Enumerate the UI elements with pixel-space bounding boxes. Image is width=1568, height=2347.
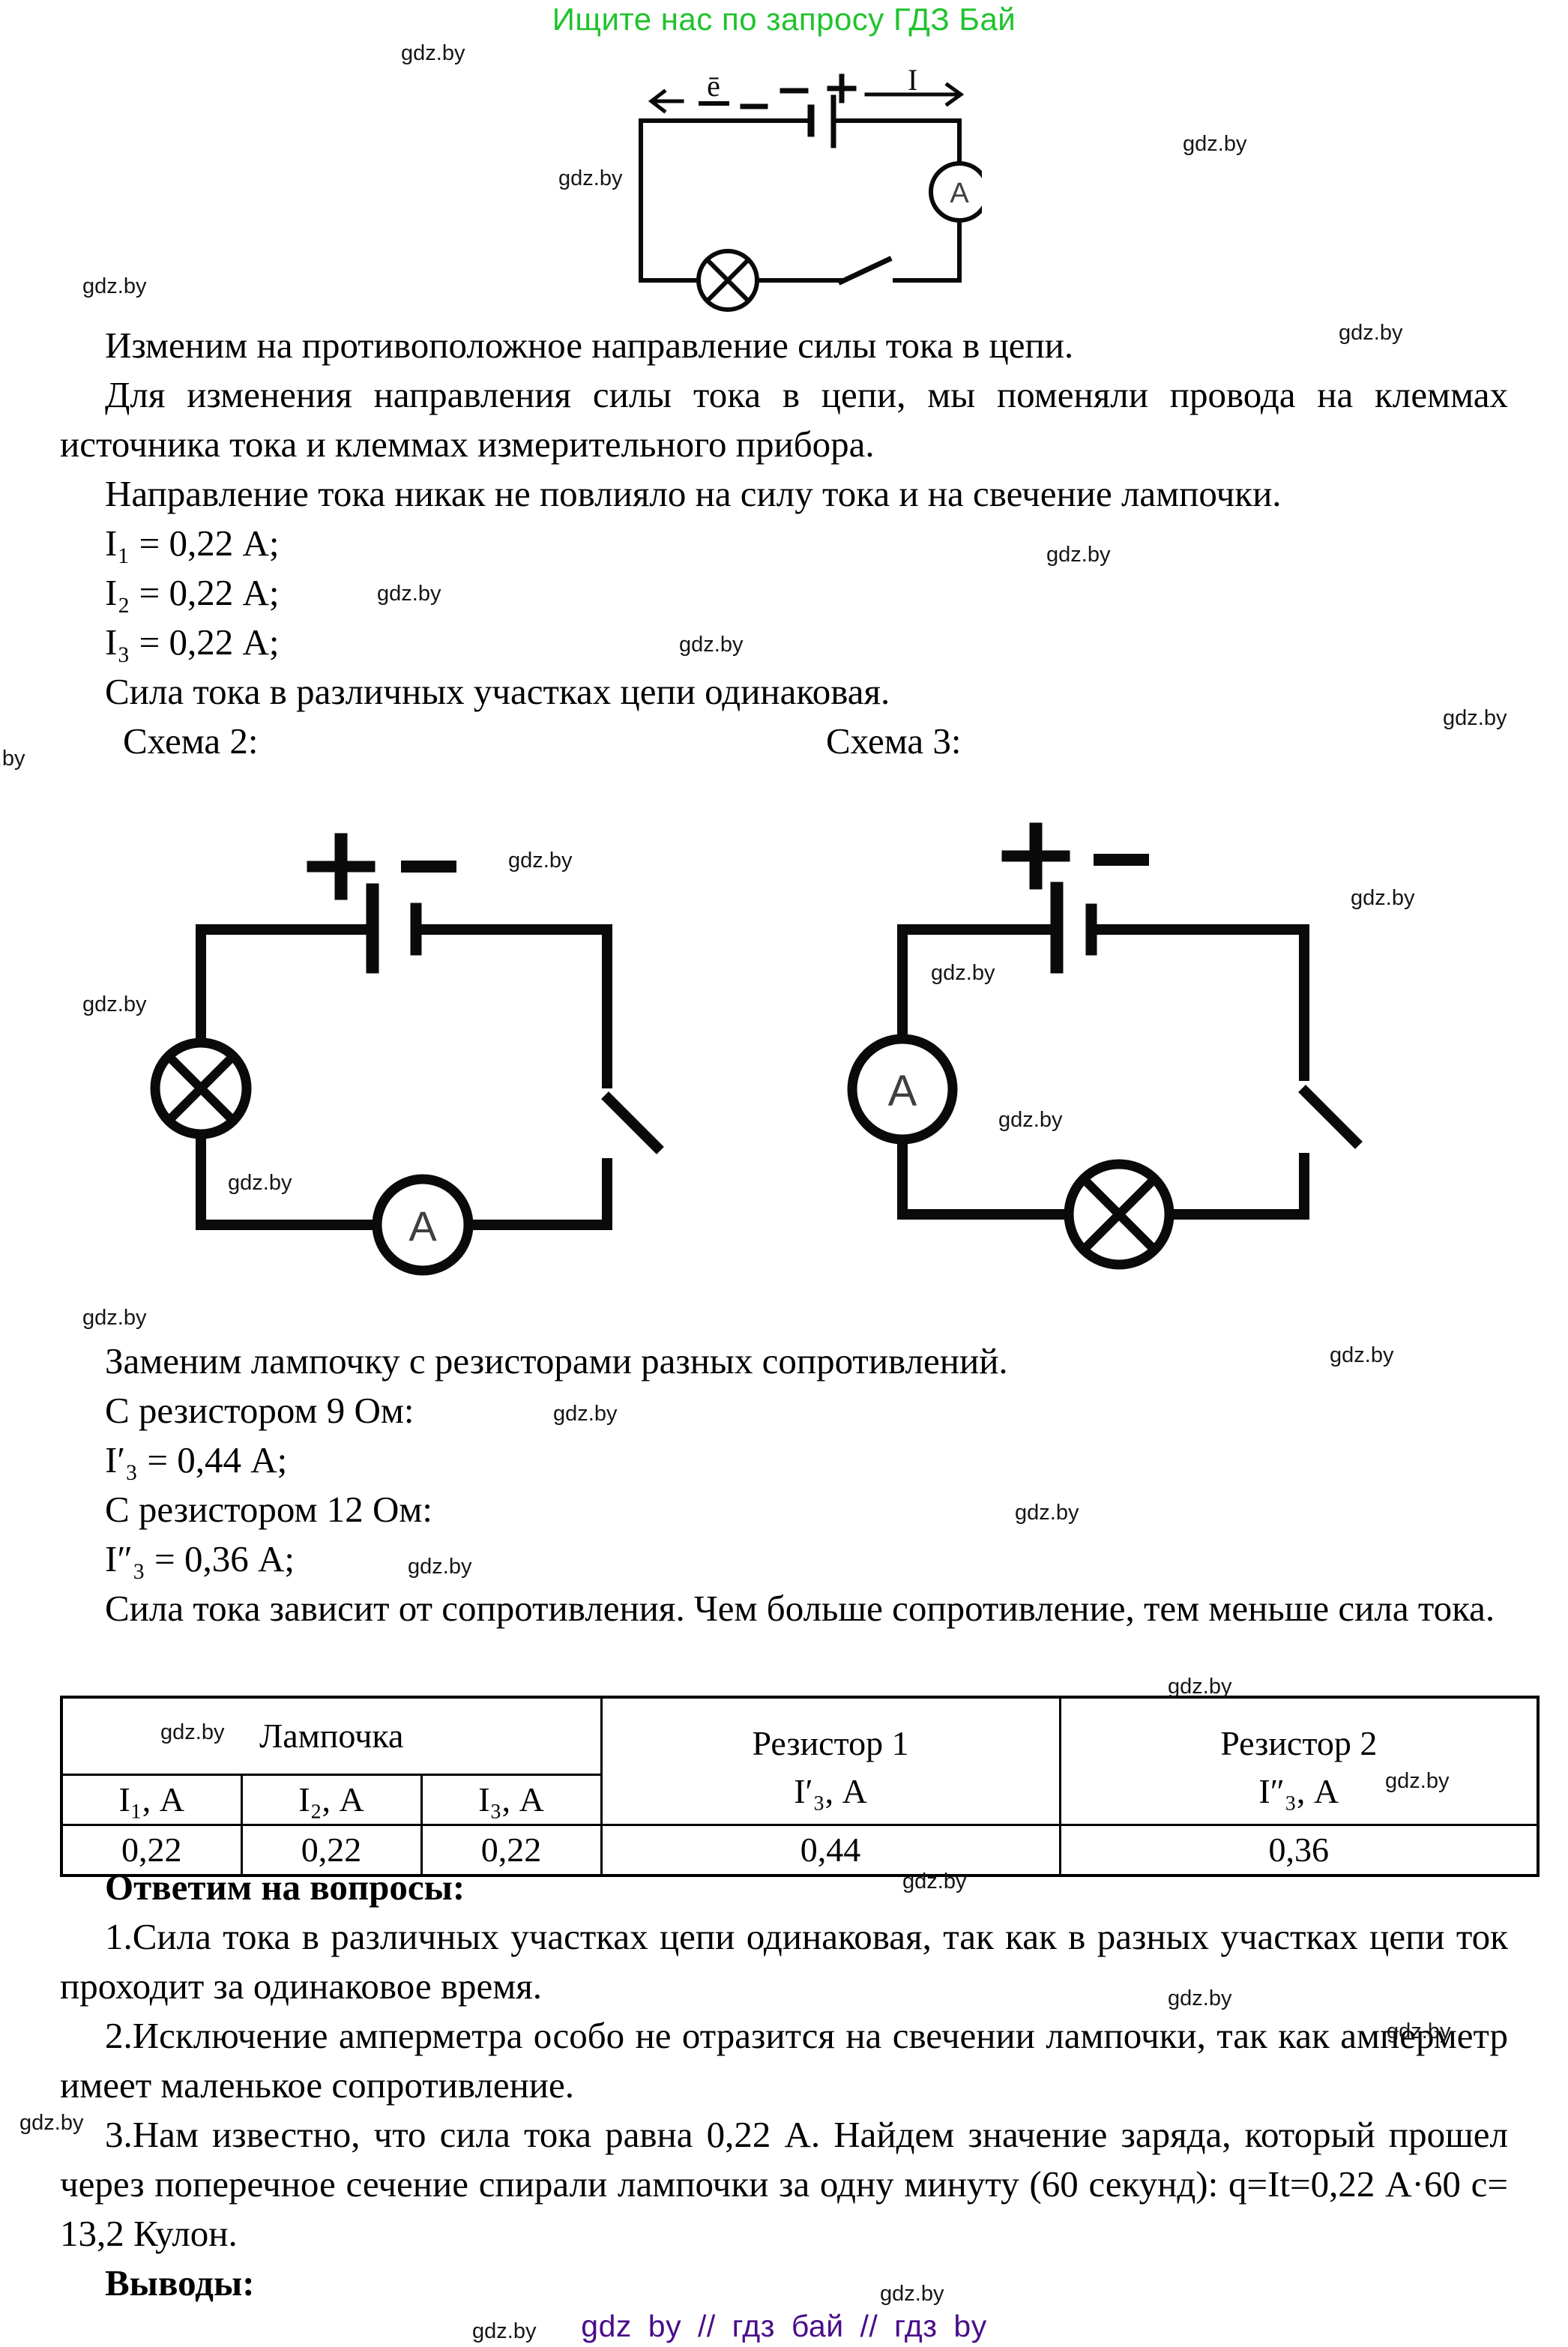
gdz-watermark: gdz.by [558,166,623,190]
gdz-watermark: gdz.by [1168,1986,1232,2010]
answer-3: 3.Нам известно, что сила тока равна 0,22… [60,2114,1508,2254]
footer-sitename: gdz by // гдз бай // гдз by [581,2309,987,2343]
answer-2: 2.Исключение амперметра особо не отразит… [60,2015,1508,2106]
lamp-symbol [1064,1159,1175,1270]
circuit-diagram-scheme2: A [150,833,664,1276]
gdz-watermark: gdz.by [160,1720,225,1744]
gdz-watermark: gdz.by [1339,321,1403,345]
gdz-watermark: gdz.by [1351,886,1415,910]
current-value-3: I₃ = 0,22 А; [105,621,280,663]
gdz-watermark: gdz.by [880,2282,944,2306]
intro-text-block: Изменим на противоположное направление с… [60,321,1508,717]
gdz-watermark: gdz.by [1443,706,1507,730]
gdz-watermark: gdz.by [82,274,147,298]
ammeter-label: A [950,178,969,209]
paragraph: Сила тока зависит от сопротивления. Чем … [105,1588,1495,1629]
gdz-watermark: gdz.by [931,961,995,985]
resistor12-line: С резистором 12 Ом: [105,1489,432,1530]
lamp-header-cell: Лампочка [60,1696,603,1776]
battery-plus-icon [1001,822,1070,890]
gdz-watermark: gdz.by [1168,1675,1232,1699]
gdz-watermark: gdz.by [679,633,744,657]
gdz-watermark: gdz.by [19,2111,84,2135]
electron-label: ē [707,69,720,103]
gdz-watermark: gdz.by [902,1870,967,1893]
gdz-watermark: gdz.by [82,1306,147,1330]
col-header: I₁, А [60,1774,243,1826]
table-subheader-row: I₁, А I₂, А I₃, А [60,1774,1538,1826]
gdz-watermark: gdz.by [1046,543,1111,567]
gdz-watermark: gdz.by [508,849,573,873]
conclusions-heading: Выводы: [105,2262,255,2304]
paragraph: Направление тока никак не повлияло на си… [105,473,1282,514]
battery-plus-icon [827,73,857,103]
ammeter-symbol [372,1174,474,1276]
electron-arrow-icon [648,88,768,114]
table-value: 0,22 [60,1824,243,1877]
ammeter-symbol [929,161,982,223]
paragraph: Сила тока в различных участках цепи один… [105,671,890,712]
gdz-watermark: gdz.by [377,582,441,606]
table-header-row: Лампочка Резистор 1 I′₃, А Резистор 2 I″… [60,1696,1540,1826]
gdz-watermark: gdz.by [1387,2019,1451,2043]
gdz-watermark: gdz.by [553,1402,618,1426]
current-value-1: I₁ = 0,22 А; [105,522,280,564]
table-value: 0,22 [240,1824,423,1877]
gdz-watermark: gdz.by [998,1108,1063,1132]
current-arrow-icon [864,82,965,107]
circuit-wires [639,118,962,283]
resistor1-subheader: I′₃, А [794,1771,867,1810]
resistor-text-block: Заменим лампочку с резисторами разных со… [60,1337,1508,1633]
gdz-watermark: gdz.by [1183,132,1247,156]
answer-1: 1.Сила тока в различных участках цепи од… [60,1916,1508,2007]
table-value: 0,44 [600,1824,1061,1877]
questions-heading: Ответим на вопросы: [105,1867,465,1908]
paragraph: Для изменения направления силы тока в це… [60,374,1508,465]
lamp-symbol [696,249,759,312]
gdz-watermark: gdz.by [401,41,465,65]
scheme2-caption: Схема 2: [123,720,259,762]
paragraph: Заменим лампочку с резисторами разных со… [105,1340,1008,1382]
gdz-watermark: gdz.by [1330,1343,1394,1367]
table-values-row: 0,22 0,22 0,22 0,44 0,36 [60,1824,1540,1877]
scheme3-caption: Схема 3: [826,720,962,762]
gdz-watermark: gdz.by [408,1555,472,1579]
table-value: 0,22 [420,1824,603,1877]
gdz-watermark: gdz.by [228,1171,292,1195]
results-table: Лампочка Резистор 1 I′₃, А Резистор 2 I″… [60,1696,1540,1877]
resistor9-line: С резистором 9 Ом: [105,1390,414,1431]
circuit-wires [196,924,612,1230]
gdz-watermark: gdz.by [472,2319,537,2343]
resistor1-header-cell: Резистор 1 I′₃, А [600,1696,1061,1826]
lamp-symbol [150,1037,252,1139]
switch-blade [601,1091,664,1154]
col-header: I₃, А [420,1774,603,1826]
ammeter-label: A [888,1067,917,1115]
current-value-r9: I′₃ = 0,44 А; [105,1439,288,1480]
resistor2-header-cell: Резистор 2 I″₃, А [1058,1696,1540,1826]
circuit-wires [897,924,1309,1220]
table-value: 0,36 [1058,1824,1540,1877]
gdz-watermark: gdz.by [0,747,25,771]
switch-blade [837,256,893,286]
col-header: I₂, А [240,1774,423,1826]
switch-blade [1298,1085,1363,1149]
ammeter-label: A [408,1202,437,1250]
ammeter-symbol [847,1034,958,1145]
current-value-2: I₂ = 0,22 А; [105,572,280,613]
resistor2-title: Резистор 2 [1220,1723,1378,1762]
circuit-diagram-scheme3: A [847,822,1363,1270]
gdz-watermark: gdz.by [82,992,147,1016]
resistor1-title: Резистор 1 [752,1723,909,1762]
paragraph: Изменим на противоположное направление с… [105,325,1074,366]
questions-block: Ответим на вопросы: 1.Сила тока в различ… [60,1863,1508,2308]
current-value-r12: I″₃ = 0,36 А; [105,1538,295,1579]
gdz-watermark: gdz.by [1015,1501,1079,1525]
resistor2-subheader: I″₃, А [1258,1771,1339,1810]
gdz-watermark: gdz.by [1385,1769,1450,1793]
current-label: I [908,63,917,97]
site-banner-text: Ищите нас по запросу ГДЗ Бай [552,1,1016,37]
circuit-diagram-top: A ē I [639,63,982,312]
battery-plus-icon [307,833,376,900]
